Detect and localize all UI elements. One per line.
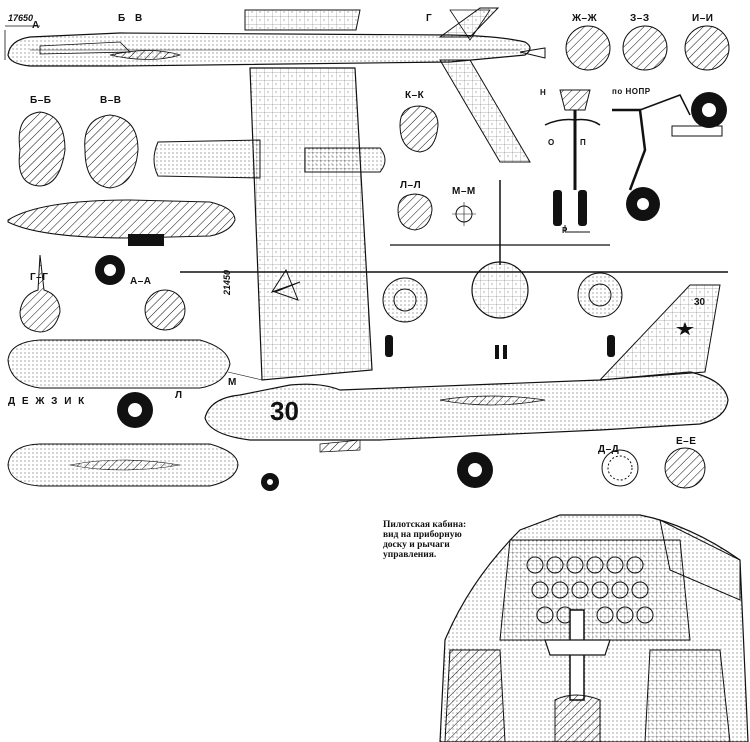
side-view-top-fuselage <box>4 7 546 67</box>
section-label-ll: Л–Л <box>400 180 422 191</box>
dimension-length: 17650 <box>8 13 34 23</box>
side-view-main-fuselage <box>204 284 729 488</box>
gear-label-r: Р <box>562 226 568 235</box>
fin-number: 30 <box>694 297 706 308</box>
nacelle-side-view <box>7 199 236 285</box>
section-label-mm: М–М <box>452 186 476 197</box>
cross-sections-bottom-right <box>601 447 706 489</box>
section-mark-a: А <box>32 20 40 31</box>
caption-line-2: вид на приборную <box>383 530 462 540</box>
section-mark-v: В <box>135 13 143 24</box>
section-label-gg: Г–Г <box>30 272 49 283</box>
wing-planform <box>227 9 373 381</box>
instrument-dials <box>526 556 654 624</box>
section-label-aa: А–А <box>130 276 152 287</box>
gear-label-h: Н <box>540 88 547 97</box>
cross-sections-mid <box>19 254 186 333</box>
engine-nacelles <box>153 139 386 179</box>
section-label-vv: В–В <box>100 95 122 106</box>
fuselage-side-lower-left <box>7 339 279 491</box>
gear-label-o: О <box>548 138 555 147</box>
cross-sections-left <box>18 111 139 189</box>
caption-line-4: управления. <box>383 550 437 560</box>
landing-gear-detail <box>544 89 727 233</box>
gear-label-p: П <box>580 138 587 147</box>
gear-nose-label: по НОПР <box>612 87 651 96</box>
cockpit-illustration <box>439 514 749 742</box>
section-label-zz: З–З <box>630 13 650 24</box>
stabilizer-planform <box>439 9 531 163</box>
section-mark-l: Л <box>175 390 183 401</box>
section-label-zhzh: Ж–Ж <box>572 13 598 24</box>
front-view <box>180 180 728 359</box>
section-label-kk: К–К <box>405 90 425 101</box>
section-label-dd: Д–Д <box>598 444 620 455</box>
cross-sections-wing <box>397 105 476 231</box>
section-label-bb: Б–Б <box>30 95 52 106</box>
section-marks-row: Д Е Ж З И К <box>8 396 87 407</box>
section-label-ee: Е–Е <box>676 436 697 447</box>
cockpit-caption: Пилотская кабина: вид на приборную доску… <box>383 520 493 560</box>
section-mark-m: М <box>228 377 237 388</box>
section-mark-g: Г <box>426 13 433 24</box>
section-label-ii: И–И <box>692 13 714 24</box>
tail-number: 30 <box>270 396 299 426</box>
dimension-span: 21450 <box>222 269 232 295</box>
caption-line-1: Пилотская кабина: <box>383 520 467 530</box>
caption-line-3: доску и рычаги <box>383 540 450 550</box>
section-mark-b: Б <box>118 13 126 24</box>
cross-sections-top-right <box>565 25 730 71</box>
